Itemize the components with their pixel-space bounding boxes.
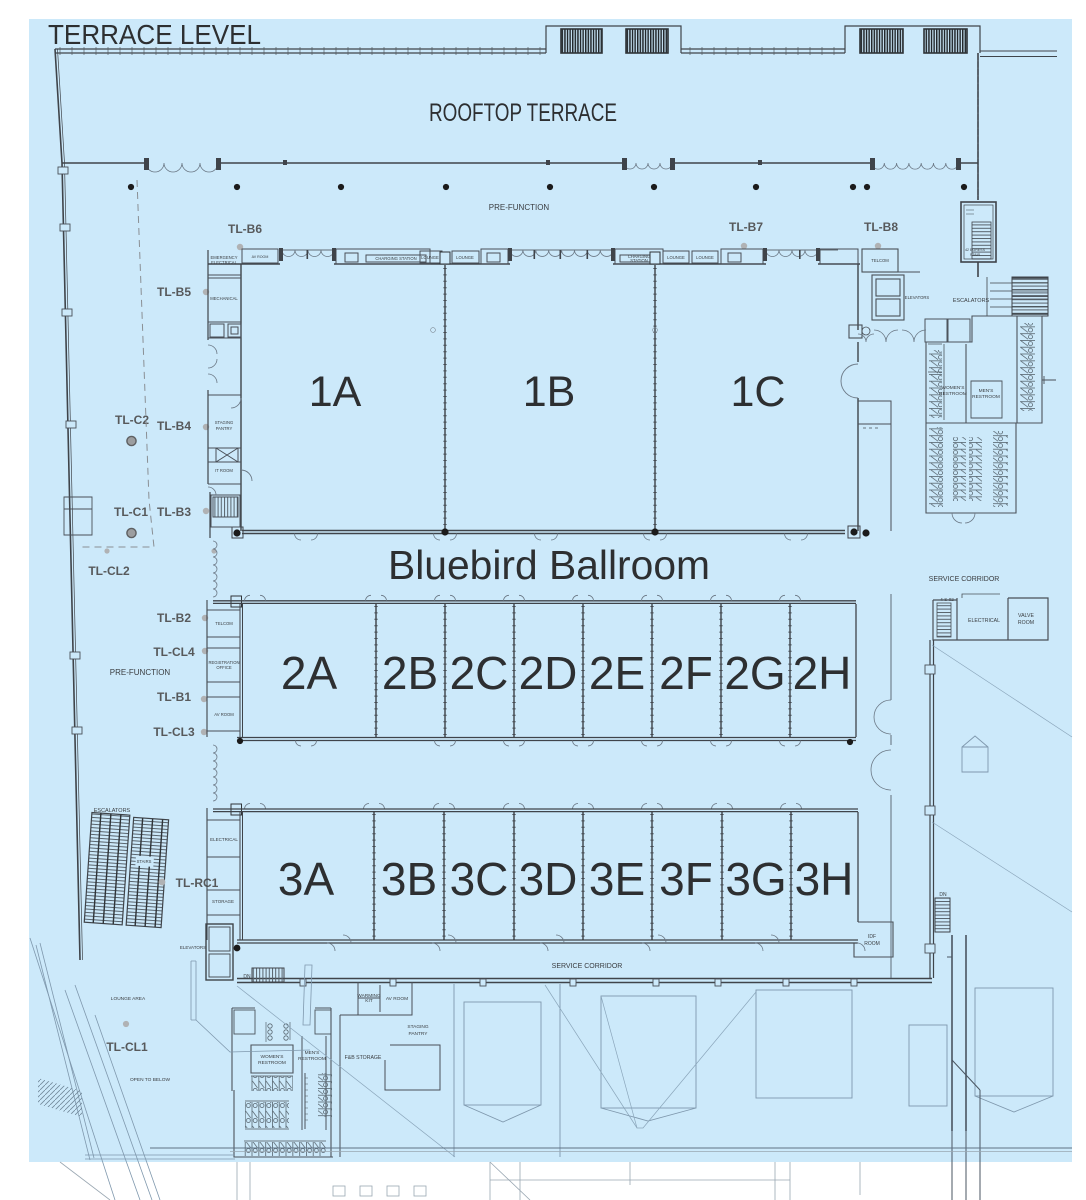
svg-text:2H: 2H (793, 647, 852, 699)
svg-text:TL-B3: TL-B3 (157, 505, 191, 519)
svg-text:3C: 3C (450, 853, 509, 905)
svg-text:SERVICE CORRIDOR: SERVICE CORRIDOR (552, 963, 623, 970)
svg-text:STAIRS: STAIRS (137, 859, 152, 864)
svg-text:TL-B2: TL-B2 (157, 611, 191, 625)
svg-text:MEN'S: MEN'S (305, 1050, 320, 1056)
svg-text:3F: 3F (659, 853, 713, 905)
svg-text:OPEN TO BELOW: OPEN TO BELOW (130, 1077, 171, 1083)
svg-text:IT ROOM: IT ROOM (215, 468, 233, 473)
svg-text:RESTROOM: RESTROOM (258, 1060, 286, 1066)
svg-text:WARMING: WARMING (357, 993, 381, 999)
svg-text:PANTRY: PANTRY (408, 1031, 428, 1037)
svg-text:CHARGING: CHARGING (628, 254, 651, 259)
svg-text:3G: 3G (725, 853, 786, 905)
svg-text:STATION: STATION (630, 258, 648, 263)
svg-text:TL-B4: TL-B4 (157, 419, 191, 433)
svg-text:RESTROOM: RESTROOM (972, 394, 1000, 400)
svg-text:LOUNGE AREA: LOUNGE AREA (111, 996, 146, 1002)
svg-text:TELCOM: TELCOM (871, 258, 889, 263)
svg-text:DN: DN (939, 892, 947, 898)
svg-text:OFFICE: OFFICE (216, 665, 232, 670)
svg-text:ELECTRICAL: ELECTRICAL (210, 837, 238, 842)
svg-text:MECHANICAL: MECHANICAL (210, 296, 238, 301)
svg-text:PRE-FUNCTION: PRE-FUNCTION (489, 203, 550, 212)
svg-text:ELEVATORS: ELEVATORS (180, 945, 206, 950)
svg-text:2E: 2E (589, 647, 645, 699)
svg-text:TL-C2: TL-C2 (115, 413, 149, 427)
svg-text:STAGING: STAGING (407, 1024, 429, 1030)
svg-text:2D: 2D (519, 647, 578, 699)
svg-text:TL-RC1: TL-RC1 (176, 876, 219, 890)
svg-text:F&B STORAGE: F&B STORAGE (345, 1055, 382, 1061)
svg-text:RESTROOM: RESTROOM (298, 1056, 326, 1062)
svg-text:2G: 2G (724, 647, 785, 699)
svg-text:IDF: IDF (868, 934, 876, 940)
svg-text:EMERGENCY: EMERGENCY (211, 255, 238, 260)
svg-text:1A: 1A (309, 368, 362, 416)
svg-text:1C: 1C (731, 368, 786, 416)
svg-text:2C: 2C (450, 647, 509, 699)
svg-text:3A: 3A (278, 853, 335, 905)
svg-text:AV ROOM: AV ROOM (214, 712, 234, 717)
svg-text:LOUNGE: LOUNGE (456, 255, 474, 260)
svg-text:LOUNGE: LOUNGE (667, 255, 685, 260)
svg-text:3E: 3E (589, 853, 645, 905)
svg-text:2F: 2F (659, 647, 713, 699)
svg-text:3B: 3B (381, 853, 437, 905)
svg-text:SERVICE CORRIDOR: SERVICE CORRIDOR (929, 576, 1000, 583)
svg-text:ELEVATORS: ELEVATORS (905, 295, 930, 300)
svg-text:ROOFTOP TERRACE: ROOFTOP TERRACE (429, 99, 617, 127)
svg-text:TL-B8: TL-B8 (864, 220, 898, 234)
svg-text:TL-C1: TL-C1 (114, 505, 148, 519)
svg-text:ROOM: ROOM (864, 941, 880, 947)
svg-text:3H: 3H (795, 853, 854, 905)
svg-text:TL-CL4: TL-CL4 (153, 645, 195, 659)
svg-text:STAIR: STAIR (970, 253, 981, 257)
svg-text:RESTROOM: RESTROOM (939, 391, 967, 397)
svg-text:MEN'S: MEN'S (979, 388, 994, 394)
svg-text:ROOM: ROOM (1018, 620, 1034, 626)
svg-text:STAGING: STAGING (215, 420, 234, 425)
svg-text:TL-B7: TL-B7 (729, 220, 763, 234)
svg-text:AV ROOM: AV ROOM (252, 255, 269, 259)
svg-text:CHARGING STATION: CHARGING STATION (375, 256, 416, 261)
svg-text:VALVE: VALVE (1018, 613, 1034, 619)
svg-text:DN: DN (243, 974, 251, 980)
svg-text:ELECTRICAL: ELECTRICAL (968, 618, 1000, 624)
svg-text:42 EGRESS: 42 EGRESS (965, 248, 986, 252)
svg-text:TL-B1: TL-B1 (157, 690, 191, 704)
svg-text:KIT: KIT (365, 998, 373, 1004)
svg-text:TL-CL3: TL-CL3 (153, 725, 195, 739)
svg-text:STORAGE: STORAGE (212, 899, 234, 904)
svg-text:ESCALATORS: ESCALATORS (953, 298, 990, 304)
svg-text:TL-B6: TL-B6 (228, 222, 262, 236)
svg-text:ELECTRICAL: ELECTRICAL (211, 260, 238, 265)
svg-text:REGISTRATION: REGISTRATION (208, 660, 239, 665)
svg-text:4-S-02: 4-S-02 (940, 597, 954, 602)
svg-text:ESCALATORS: ESCALATORS (94, 808, 131, 814)
svg-text:Bluebird Ballroom: Bluebird Ballroom (388, 542, 710, 588)
svg-text:1B: 1B (523, 368, 576, 416)
svg-text:PRE-FUNCTION: PRE-FUNCTION (110, 668, 171, 677)
svg-text:WOMEN'S: WOMEN'S (941, 385, 964, 391)
svg-text:AV ROOM: AV ROOM (386, 996, 408, 1002)
svg-text:2B: 2B (382, 647, 438, 699)
svg-text:WOMEN'S: WOMEN'S (260, 1054, 283, 1060)
svg-text:LOUNGE: LOUNGE (421, 255, 439, 260)
svg-text:TL-CL1: TL-CL1 (106, 1040, 148, 1054)
svg-text:TERRACE LEVEL: TERRACE LEVEL (48, 19, 261, 50)
svg-text:3D: 3D (519, 853, 578, 905)
svg-text:TL-B5: TL-B5 (157, 285, 191, 299)
svg-text:TELCOM: TELCOM (215, 621, 233, 626)
svg-text:PANTRY: PANTRY (216, 426, 233, 431)
svg-text:LOUNGE: LOUNGE (696, 255, 714, 260)
svg-text:2A: 2A (281, 647, 338, 699)
svg-text:TL-CL2: TL-CL2 (88, 564, 130, 578)
